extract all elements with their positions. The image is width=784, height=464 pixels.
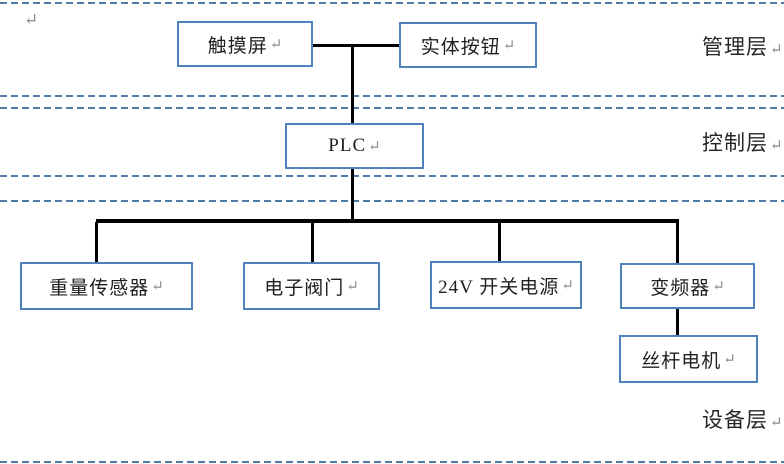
connector-trunk [96,219,679,223]
connector-trunk-to-weight-sensor [95,222,98,262]
layer-label-text: 设备层 [702,408,768,432]
paragraph-mark: ↵ [770,415,783,431]
layer-label-device: 设备层↵ [702,404,783,434]
paragraph-mark: ↵ [368,138,381,155]
node-inverter[interactable]: 变频器↵ [620,263,755,309]
section-boundary-line [0,95,784,97]
node-label: PLC [328,135,367,156]
layer-label-text: 管理层 [702,35,768,59]
paragraph-mark: ↵ [770,42,783,58]
node-weight-sensor[interactable]: 重量传感器↵ [20,262,193,310]
node-touch-screen[interactable]: 触摸屏↵ [177,21,313,67]
connector-top-to-plc [351,46,354,123]
connector-plc-to-trunk [351,169,354,221]
node-label: 24V 开关电源 [438,276,560,298]
paragraph-mark: ↵ [269,36,283,53]
section-boundary-line [0,107,784,109]
section-boundary-line [0,200,784,202]
paragraph-mark: ↵ [561,277,574,294]
node-label: 重量传感器 [49,277,150,299]
layer-label-control: 控制层↵ [702,127,783,157]
node-24v-power-supply[interactable]: 24V 开关电源↵ [430,261,582,309]
section-boundary-line [0,461,784,463]
paragraph-mark: ↵ [151,278,164,295]
paragraph-mark: ↵ [24,10,39,29]
paragraph-mark: ↵ [712,278,725,295]
node-label: 变频器 [650,277,711,299]
node-screw-motor[interactable]: 丝杆电机↵ [619,335,758,383]
node-electronic-valve[interactable]: 电子阀门↵ [243,262,380,310]
connector-inverter-to-screw-motor [676,309,679,335]
node-label: 丝杆电机 [641,350,722,372]
section-boundary-line [0,2,784,4]
paragraph-mark: ↵ [723,351,736,368]
node-plc[interactable]: PLC↵ [285,123,424,169]
paragraph-mark: ↵ [346,278,359,295]
node-label: 电子阀门 [264,277,345,299]
node-physical-button[interactable]: 实体按钮↵ [399,22,537,68]
section-boundary-line [0,175,784,177]
connector-trunk-to-inverter [676,222,679,264]
layer-label-text: 控制层 [702,131,768,155]
layer-label-management: 管理层↵ [702,31,783,61]
paragraph-mark: ↵ [502,37,516,54]
paragraph-mark: ↵ [770,138,783,154]
connector-touchscreen-button [313,44,399,47]
connector-trunk-to-power-supply [498,222,501,262]
connector-trunk-to-electronic-valve [311,222,314,262]
node-label: 触摸屏 [207,35,268,57]
node-label: 实体按钮 [420,36,501,58]
